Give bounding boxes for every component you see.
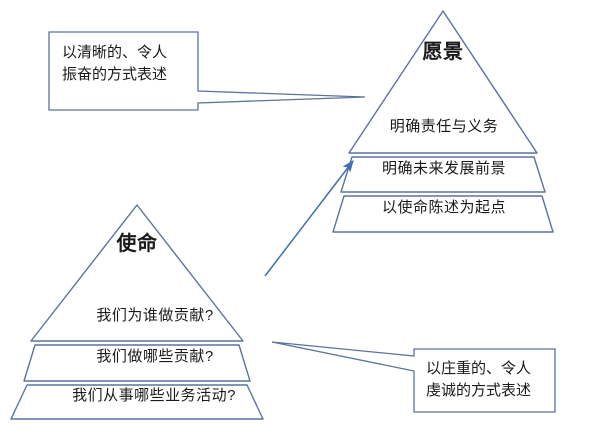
- callout-vision[interactable]: [48, 31, 366, 111]
- callout-vision-label: 以清晰的、令人 振奋的方式表述: [62, 44, 168, 83]
- mission-pyramid-tier-2[interactable]: [23, 344, 251, 382]
- mission-pyramid-tier-3-label: 我们从事哪些业务活动?: [72, 387, 236, 404]
- callout-vision-shape[interactable]: [48, 31, 366, 111]
- vision-pyramid-tier-2-label: 明确未来发展前景: [381, 160, 506, 177]
- mission-pyramid-cap[interactable]: [30, 204, 244, 342]
- callout-mission-shape[interactable]: [271, 341, 556, 413]
- callout-mission-label: 以庄重的、令人 虔诚的方式表述: [426, 360, 532, 399]
- vision-pyramid-tier-3[interactable]: [332, 195, 554, 233]
- mission-pyramid-tier-2-label: 我们做哪些贡献?: [96, 348, 214, 365]
- mission-pyramid[interactable]: [10, 204, 264, 420]
- vision-pyramid-tier-1-label: 明确责任与义务: [389, 118, 499, 135]
- vision-pyramid-cap[interactable]: [348, 10, 538, 154]
- mission-pyramid-title: 使命: [116, 233, 158, 255]
- vision-pyramid-tier-2[interactable]: [340, 156, 546, 193]
- mission-pyramid-tier-1-label: 我们为谁做贡献?: [96, 307, 214, 324]
- mission-pyramid-tier-3[interactable]: [10, 384, 264, 420]
- vision-pyramid-title: 愿景: [422, 41, 464, 63]
- mission-to-vision-arrow[interactable]: [264, 160, 354, 277]
- callout-mission[interactable]: [271, 341, 556, 413]
- vision-pyramid[interactable]: [332, 10, 554, 233]
- vision-pyramid-tier-3-label: 以使命陈述为起点: [381, 199, 506, 216]
